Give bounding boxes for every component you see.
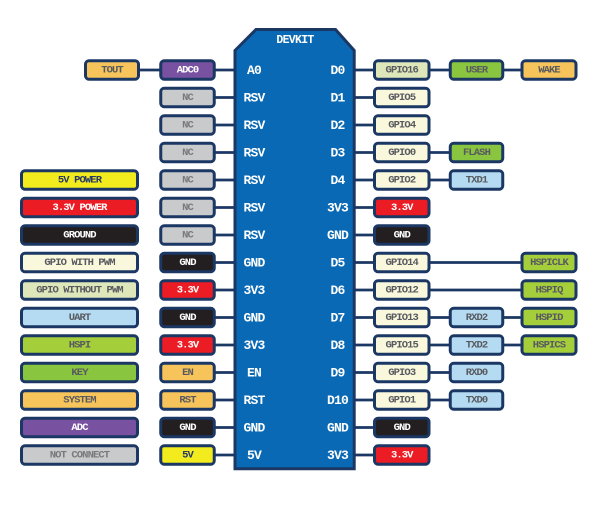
svg-text:GPIO4: GPIO4 [388, 120, 416, 132]
svg-text:USER: USER [466, 65, 489, 77]
svg-text:KEY: KEY [71, 367, 89, 379]
svg-text:3.3V: 3.3V [177, 285, 200, 297]
svg-text:RSV: RSV [243, 228, 265, 243]
svg-text:GPIO0: GPIO0 [388, 147, 416, 159]
svg-text:3.3V: 3.3V [177, 340, 200, 352]
svg-text:RST: RST [243, 393, 265, 408]
svg-text:NC: NC [182, 202, 194, 214]
svg-text:GND: GND [394, 422, 411, 434]
svg-text:D2: D2 [330, 118, 345, 133]
svg-text:GND: GND [327, 421, 349, 436]
svg-text:GND: GND [243, 311, 265, 326]
svg-text:WAKE: WAKE [538, 65, 560, 77]
svg-text:TXD2: TXD2 [466, 340, 488, 352]
svg-text:HSPID: HSPID [535, 312, 563, 324]
svg-text:3.3V POWER: 3.3V POWER [52, 202, 108, 214]
svg-text:GND: GND [179, 312, 196, 324]
svg-text:GPIO1: GPIO1 [388, 395, 416, 407]
svg-text:FLASH: FLASH [463, 147, 491, 159]
svg-text:GND: GND [243, 256, 265, 271]
svg-text:5V: 5V [182, 450, 194, 462]
svg-text:TXD0: TXD0 [466, 395, 488, 407]
svg-text:GPIO2: GPIO2 [388, 175, 416, 187]
svg-text:D10: D10 [327, 393, 349, 408]
svg-text:NC: NC [182, 230, 194, 242]
svg-text:GPIO13: GPIO13 [386, 312, 419, 324]
svg-text:GND: GND [394, 230, 411, 242]
svg-text:D7: D7 [330, 311, 344, 326]
svg-text:ADC0: ADC0 [177, 65, 199, 77]
svg-text:GPIO16: GPIO16 [386, 65, 419, 77]
svg-text:RSV: RSV [243, 118, 265, 133]
svg-text:GND: GND [179, 422, 196, 434]
svg-text:RSV: RSV [243, 146, 265, 161]
svg-text:NC: NC [182, 175, 194, 187]
svg-text:HSPIQ: HSPIQ [535, 285, 563, 297]
svg-text:HSPICS: HSPICS [533, 340, 566, 352]
svg-text:NC: NC [182, 92, 194, 104]
svg-text:GPIO15: GPIO15 [386, 340, 419, 352]
svg-text:HSPICLK: HSPICLK [530, 257, 569, 269]
svg-text:3.3V: 3.3V [391, 450, 414, 462]
svg-text:TOUT: TOUT [101, 65, 123, 77]
svg-text:GPIO14: GPIO14 [386, 257, 419, 269]
svg-text:NC: NC [182, 147, 194, 159]
svg-text:GPIO WITH PWM: GPIO WITH PWM [44, 257, 115, 269]
svg-text:D3: D3 [330, 146, 345, 161]
svg-text:GND: GND [243, 421, 265, 436]
svg-text:RSV: RSV [243, 201, 265, 216]
svg-text:D1: D1 [330, 91, 345, 106]
svg-text:UART: UART [69, 312, 91, 324]
svg-text:D6: D6 [330, 283, 345, 298]
svg-text:3.3V: 3.3V [391, 202, 414, 214]
svg-text:3V3: 3V3 [243, 283, 265, 298]
svg-text:GPIO12: GPIO12 [386, 285, 419, 297]
svg-text:GPIO WITHOUT PWM: GPIO WITHOUT PWM [36, 285, 123, 297]
svg-text:RXD0: RXD0 [466, 367, 488, 379]
svg-text:D4: D4 [330, 173, 345, 188]
svg-text:RST: RST [179, 395, 196, 407]
svg-text:GPIO3: GPIO3 [388, 367, 416, 379]
svg-text:NC: NC [182, 120, 194, 132]
svg-text:3V3: 3V3 [327, 448, 349, 463]
svg-text:SYSTEM: SYSTEM [63, 395, 96, 407]
svg-text:3V3: 3V3 [243, 338, 265, 353]
svg-text:3V3: 3V3 [327, 201, 349, 216]
svg-text:D5: D5 [330, 256, 345, 271]
svg-text:5V: 5V [247, 448, 262, 463]
svg-text:GND: GND [327, 228, 349, 243]
svg-text:ADC: ADC [71, 422, 89, 434]
svg-text:A0: A0 [247, 63, 262, 78]
svg-text:RXD2: RXD2 [466, 312, 488, 324]
svg-text:TXD1: TXD1 [466, 175, 488, 187]
svg-text:GND: GND [179, 257, 196, 269]
svg-text:DEVKIT: DEVKIT [276, 34, 314, 47]
svg-text:GPIO5: GPIO5 [388, 92, 416, 104]
svg-text:NOT CONNECT: NOT CONNECT [50, 450, 110, 462]
svg-text:D8: D8 [330, 338, 345, 353]
svg-text:D0: D0 [330, 63, 345, 78]
svg-text:RSV: RSV [243, 91, 265, 106]
svg-text:D9: D9 [330, 366, 345, 381]
svg-text:EN: EN [182, 367, 193, 379]
svg-text:5V POWER: 5V POWER [58, 175, 103, 187]
svg-text:HSPI: HSPI [69, 340, 91, 352]
svg-text:EN: EN [247, 366, 261, 381]
svg-text:RSV: RSV [243, 173, 265, 188]
svg-text:GROUND: GROUND [63, 230, 96, 242]
